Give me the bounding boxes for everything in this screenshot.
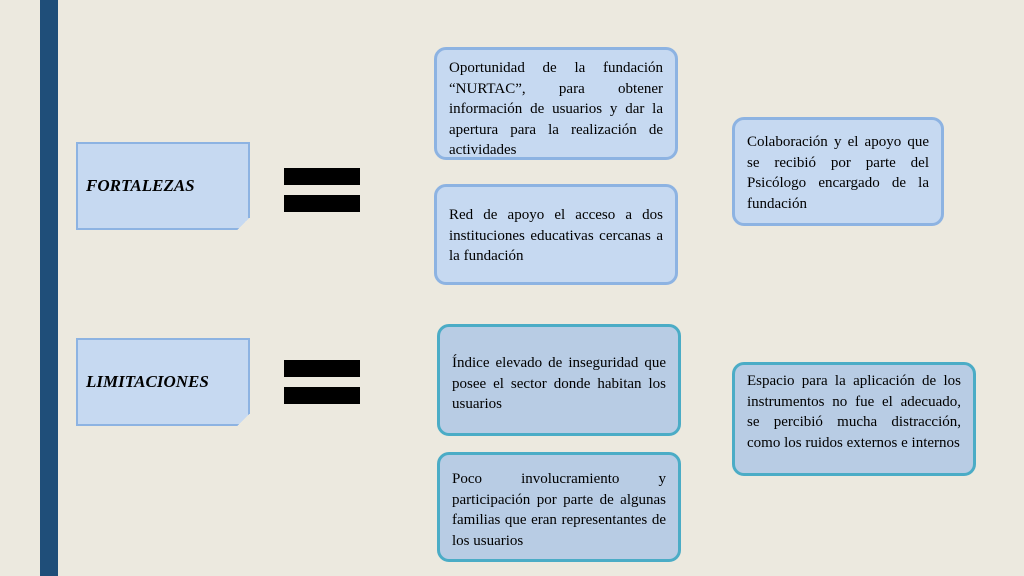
- limitacion-item-3: Espacio para la aplicación de los instru…: [732, 362, 976, 476]
- limitacion-item-3-text: Espacio para la aplicación de los instru…: [747, 373, 961, 451]
- fortaleza-item-1: Oportunidad de la fundación “NURTAC”, pa…: [434, 47, 678, 160]
- fortaleza-item-2: Red de apoyo el acceso a dos institucion…: [434, 184, 678, 285]
- sidebar-accent-bar: [40, 0, 58, 576]
- limitacion-item-2-text: Poco involucramiento y participación por…: [452, 471, 666, 549]
- fortaleza-item-3: Colaboración y el apoyo que se recibió p…: [732, 117, 944, 226]
- fortalezas-equals-sign: [284, 168, 360, 222]
- fortalezas-label: FORTALEZAS: [86, 176, 195, 195]
- fortaleza-item-2-text: Red de apoyo el acceso a dos institucion…: [449, 207, 663, 264]
- fortalezas-label-box: FORTALEZAS: [76, 142, 250, 230]
- limitacion-item-1-text: Índice elevado de inseguridad que posee …: [452, 355, 666, 412]
- page-curl-icon: [236, 414, 250, 426]
- limitaciones-label-box: LIMITACIONES: [76, 338, 250, 426]
- page-curl-icon: [236, 218, 250, 230]
- limitaciones-label: LIMITACIONES: [86, 372, 209, 391]
- fortaleza-item-3-text: Colaboración y el apoyo que se recibió p…: [747, 134, 929, 212]
- limitacion-item-1: Índice elevado de inseguridad que posee …: [437, 324, 681, 436]
- limitaciones-equals-sign: [284, 360, 360, 414]
- fortaleza-item-1-text: Oportunidad de la fundación “NURTAC”, pa…: [449, 60, 663, 158]
- limitacion-item-2: Poco involucramiento y participación por…: [437, 452, 681, 562]
